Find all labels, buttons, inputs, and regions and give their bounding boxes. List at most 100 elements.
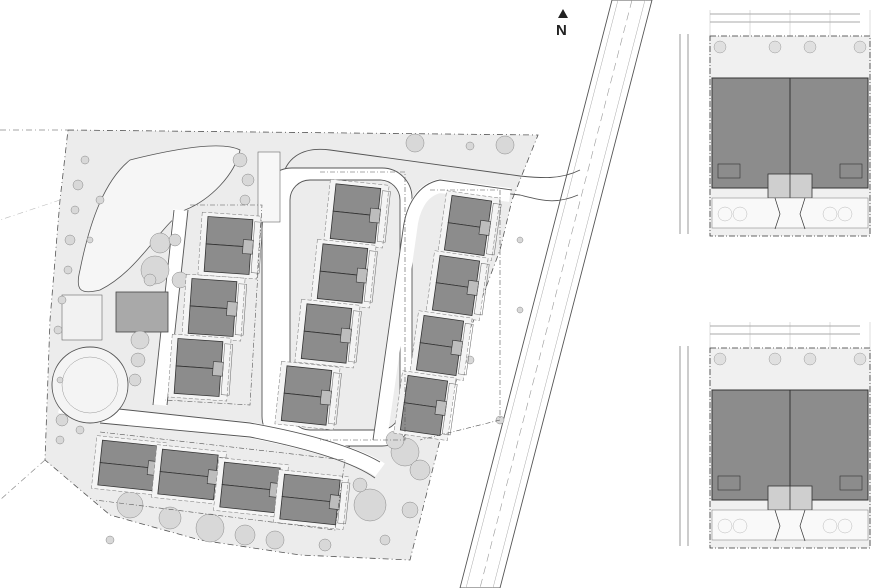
- walkway: [799, 197, 806, 230]
- shrub-icon: [732, 518, 748, 534]
- driveway: [457, 323, 474, 376]
- road-shoulder-east: [492, 0, 646, 588]
- building-unit: [280, 392, 330, 426]
- building-unit: [279, 496, 339, 526]
- tree-icon: [516, 236, 524, 244]
- building-east: [437, 190, 502, 261]
- building-unit: [157, 471, 217, 501]
- tree-icon: [80, 155, 90, 165]
- tree-icon: [713, 352, 727, 366]
- driveway: [441, 383, 458, 436]
- road-shoulder-west: [465, 0, 619, 588]
- building-west: [167, 333, 233, 402]
- tree-icon: [130, 330, 150, 350]
- setback-south: [94, 431, 346, 531]
- building-porch: [328, 494, 341, 510]
- tree-icon: [465, 355, 475, 365]
- south-road-edge-south: [99, 422, 376, 479]
- tree-icon: [853, 352, 867, 366]
- parking-stalls-north: [257, 151, 281, 223]
- driveway: [220, 343, 233, 396]
- unit-left: [711, 77, 791, 189]
- walkway: [774, 197, 781, 230]
- tree-icon: [143, 273, 157, 287]
- building-porch: [242, 239, 254, 255]
- setback-center: [318, 171, 406, 441]
- driveway: [473, 263, 490, 316]
- shrub-icon: [822, 518, 838, 534]
- building-south: [273, 469, 351, 530]
- driveway: [485, 203, 502, 256]
- north-label: N: [556, 22, 567, 39]
- tree-icon: [130, 352, 146, 368]
- tree-icon: [318, 538, 332, 552]
- south-road-edge-north: [99, 406, 381, 463]
- building-unit: [415, 342, 461, 376]
- driveway: [337, 481, 351, 525]
- tree-icon: [516, 306, 524, 314]
- driveway: [234, 283, 247, 336]
- building-unit: [173, 365, 222, 397]
- building-unit: [300, 330, 350, 364]
- ac-unit: [717, 163, 741, 179]
- tree-icon: [195, 513, 225, 543]
- unit-right: [789, 389, 869, 501]
- building-unit: [431, 282, 477, 316]
- road-centerline: [479, 0, 633, 588]
- building-porch: [355, 267, 368, 284]
- front-yard: [711, 509, 869, 541]
- walkway: [799, 509, 806, 542]
- driveway: [327, 372, 342, 425]
- shrub-icon: [837, 206, 853, 222]
- building-center: [310, 238, 378, 309]
- cul-de-sac-inner: [61, 356, 119, 414]
- boundary-extension-west-2: [0, 199, 61, 221]
- building-center: [323, 178, 391, 249]
- building-porch: [339, 327, 352, 344]
- building-unit: [329, 210, 379, 244]
- building-west: [197, 211, 263, 280]
- tree-icon: [70, 205, 80, 215]
- tree-icon: [241, 173, 255, 187]
- parking-lot: [115, 291, 169, 333]
- building-south: [213, 457, 291, 518]
- tree-icon: [853, 40, 867, 54]
- building-unit: [443, 222, 489, 256]
- tree-icon: [713, 40, 727, 54]
- tree-icon: [95, 195, 105, 205]
- building-unit: [203, 243, 252, 275]
- building-east: [393, 370, 458, 441]
- ac-unit: [717, 475, 741, 491]
- tree-icon: [803, 352, 817, 366]
- unit-right: [789, 77, 869, 189]
- tree-icon: [55, 413, 69, 427]
- tree-icon: [409, 459, 431, 481]
- building-porch: [226, 301, 238, 317]
- building-unit: [316, 270, 366, 304]
- tree-icon: [63, 265, 73, 275]
- tree-icon: [234, 524, 256, 546]
- tree-icon: [265, 530, 285, 550]
- setback-west: [164, 204, 263, 406]
- walkway: [774, 509, 781, 542]
- tree-icon: [239, 194, 251, 206]
- driveway: [250, 221, 263, 274]
- tree-icon: [495, 135, 515, 155]
- building-center: [274, 360, 342, 431]
- tree-icon: [352, 477, 368, 493]
- building-unit: [187, 305, 236, 337]
- tree-icon: [72, 179, 84, 191]
- unit-left: [711, 389, 791, 501]
- driveway: [376, 190, 391, 243]
- setback-east: [419, 189, 501, 441]
- tree-icon: [53, 325, 63, 335]
- tree-icon: [158, 506, 182, 530]
- building-east: [409, 310, 474, 381]
- driveway: [363, 250, 378, 303]
- south-road: [58, 397, 385, 477]
- boundary-extension-southwest: [0, 459, 46, 501]
- shrub-icon: [822, 206, 838, 222]
- tree-icon: [116, 491, 144, 519]
- shrub-icon: [717, 518, 733, 534]
